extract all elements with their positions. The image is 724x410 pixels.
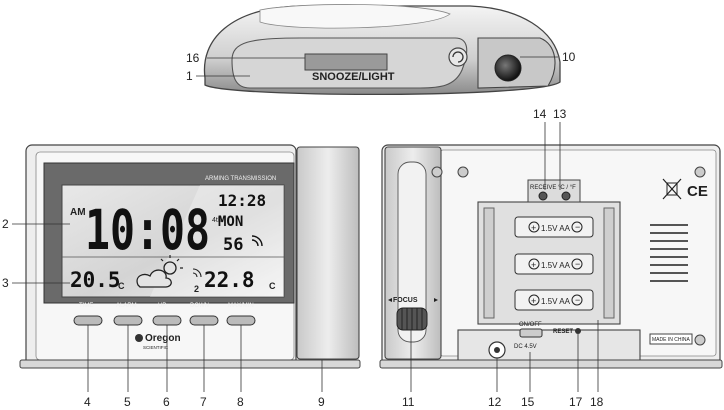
receive-button[interactable] (538, 191, 548, 201)
outdoor-signal-icon (192, 268, 202, 278)
made-in-label: MADE IN CHINA (652, 337, 690, 343)
back-view: FOCUS + − 1.5V AA + − 1.5V AA (379, 107, 723, 409)
connector-panel (457, 329, 641, 365)
vent-slots (650, 224, 688, 282)
main-time: 10:08 (85, 198, 210, 262)
callout-13: 13 (553, 107, 567, 121)
outdoor-temp: 22.8 (204, 268, 255, 292)
callout-8: 8 (237, 395, 244, 409)
onoff-switch[interactable] (519, 328, 543, 338)
callout-2: 2 (2, 217, 9, 231)
ce-mark: CE (687, 183, 708, 200)
screw-icon (694, 334, 706, 346)
callout-6: 6 (163, 395, 170, 409)
button-label-up: UP (158, 303, 166, 309)
outdoor-unit: C (269, 281, 276, 291)
battery-row: + − 1.5V AA (514, 216, 594, 238)
snooze-light-button[interactable] (304, 53, 388, 71)
back-base (379, 359, 723, 369)
reset-button[interactable] (575, 328, 581, 334)
weekday: MON (218, 214, 243, 230)
callout-3: 3 (2, 276, 9, 290)
date-value: 56 (223, 235, 243, 255)
rotate-projector-icon[interactable] (448, 47, 468, 67)
status-text: ARMING TRANSMISSION (205, 176, 276, 182)
callout-18: 18 (590, 395, 604, 409)
callout-9: 9 (318, 395, 325, 409)
focus-label: FOCUS (393, 297, 418, 304)
svg-text:+: + (531, 260, 536, 270)
svg-text:−: − (575, 295, 580, 305)
svg-text:+: + (531, 296, 536, 306)
receive-label: RECEIVE °C / °F (530, 185, 576, 191)
battery-label: 1.5V AA (541, 224, 571, 233)
time-button[interactable] (73, 315, 103, 326)
callout-16: 16 (186, 51, 200, 65)
battery-row: + − 1.5V AA (514, 289, 594, 311)
battery-label: 1.5V AA (541, 297, 571, 306)
top-view: SNOOZE/LIGHT 16 1 10 (186, 4, 576, 96)
button-label-alarm: ALARM (116, 303, 137, 309)
reset-label: RESET (553, 329, 573, 335)
svg-text:+: + (531, 223, 536, 233)
seconds-time: 12:28 (218, 191, 266, 210)
screw-icon (457, 166, 469, 178)
weee-bin-icon (662, 178, 682, 200)
callout-7: 7 (200, 395, 207, 409)
svg-text:−: − (575, 259, 580, 269)
screw-icon (694, 166, 706, 178)
battery-label: 1.5V AA (541, 261, 571, 270)
brand-sub: SCIENTIFIC (143, 345, 169, 350)
front-view: ARMING TRANSMISSION AM 10:08 12:28 MON 4… (2, 144, 361, 409)
callout-1: 1 (186, 69, 193, 83)
projector-lens-icon (494, 54, 522, 82)
dc-label: DC 4.5V (514, 344, 537, 350)
callout-17: 17 (569, 395, 583, 409)
brand-name: Oregon (145, 333, 181, 344)
indoor-temp: 20.5 (70, 268, 121, 292)
front-buttons: TIME ALARM UP DOWN MAX/MIN (73, 303, 256, 326)
radio-signal-icon (251, 235, 263, 247)
button-label-down: DOWN (190, 303, 209, 309)
callout-14: 14 (533, 107, 547, 121)
weather-forecast-icon (136, 255, 183, 288)
svg-text:−: − (575, 222, 580, 232)
brand-logo-icon (135, 334, 143, 342)
weekday-small: 4th (212, 217, 222, 224)
maxmin-button[interactable] (226, 315, 256, 326)
button-label-time: TIME (79, 303, 93, 309)
snooze-light-label: SNOOZE/LIGHT (312, 71, 395, 83)
indoor-unit: C (118, 281, 125, 291)
button-label-maxmin: MAX/MIN (228, 303, 254, 309)
am-indicator: AM (70, 207, 86, 218)
lcd-display (61, 184, 285, 298)
front-base (19, 359, 361, 369)
alarm-button[interactable] (113, 315, 143, 326)
projector-arm (296, 146, 360, 360)
callout-15: 15 (521, 395, 535, 409)
callout-11: 11 (402, 395, 415, 409)
callout-12: 12 (488, 395, 502, 409)
unit-toggle-button[interactable] (561, 191, 571, 201)
outdoor-channel: 2 (194, 284, 199, 294)
screw-icon (431, 166, 443, 178)
callout-4: 4 (84, 395, 91, 409)
onoff-label: ON/OFF (519, 322, 542, 328)
up-button[interactable] (152, 315, 182, 326)
callout-10: 10 (562, 50, 576, 64)
down-button[interactable] (189, 315, 219, 326)
battery-row: + − 1.5V AA (514, 253, 594, 275)
callout-5: 5 (124, 395, 131, 409)
